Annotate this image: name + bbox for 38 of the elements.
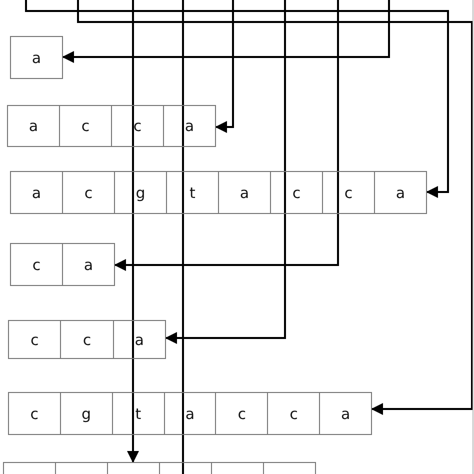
base-letter: a: [374, 172, 426, 213]
base-letter: c: [270, 172, 322, 213]
base-letter: t: [166, 172, 218, 213]
arrow: [165, 0, 286, 344]
base-letter: a: [319, 393, 372, 434]
sequence-strip: [7, 105, 216, 147]
base-letter: a: [62, 244, 114, 285]
arrow: [215, 0, 234, 133]
sequence-strip: [10, 36, 63, 79]
base-letter: c: [60, 321, 113, 358]
base-letter: c: [215, 393, 268, 434]
sequence-strip: [10, 171, 427, 214]
base-letter: c: [31, 254, 42, 276]
base-letter: c: [29, 404, 40, 424]
base-letter: c: [30, 330, 40, 350]
base-letter: c: [59, 106, 111, 146]
base-letter: a: [28, 116, 40, 137]
base-letter: a: [164, 393, 216, 434]
base-letter: c: [62, 172, 114, 213]
base-letter: a: [112, 321, 165, 358]
arrow: [77, 0, 473, 415]
base-letter: g: [114, 172, 166, 213]
base-letter: a: [163, 106, 215, 146]
base-letter: g: [60, 393, 112, 434]
base-letter: t: [112, 393, 164, 434]
sequence-strip: [8, 392, 372, 435]
base-letter: a: [30, 182, 42, 204]
arrow: [62, 0, 390, 63]
sequence-strip: [8, 320, 166, 359]
sequence-strip: [10, 243, 115, 286]
base-letter: c: [267, 393, 320, 434]
arrow: [114, 0, 339, 271]
arrow: [25, 0, 449, 198]
arrow: [127, 0, 139, 463]
base-letter: a: [30, 48, 42, 68]
base-letter: a: [218, 172, 270, 213]
base-letter: c: [322, 172, 374, 213]
base-letter: c: [111, 106, 163, 146]
